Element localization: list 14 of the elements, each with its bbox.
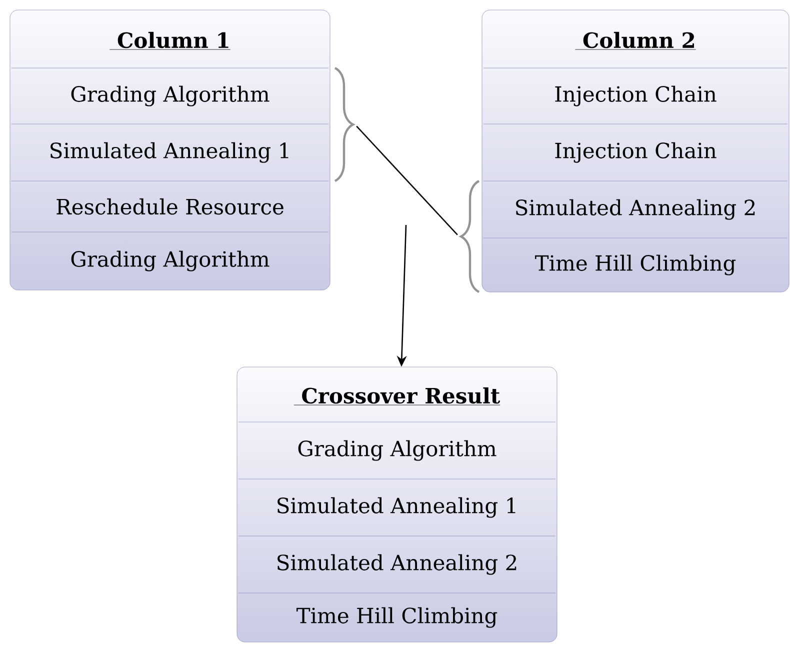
table-row: Time Hill Climbing — [296, 607, 498, 628]
table-row: Grading Algorithm — [298, 440, 496, 461]
table-row: Grading Algorithm — [71, 250, 270, 272]
table-row: Simulated Annealing 2 — [516, 199, 755, 220]
table-row: Time Hill Climbing — [535, 254, 736, 276]
table-row: Simulated Annealing 1 — [50, 142, 288, 163]
table-row: Simulated Annealing 2 — [278, 554, 516, 575]
curly-brace — [460, 180, 480, 293]
table-row: Injection Chain — [555, 142, 716, 163]
curly-brace — [334, 67, 354, 182]
table-row: Grading Algorithm — [71, 86, 270, 106]
table-row: Reschedule Resource — [56, 198, 284, 215]
table-row: Injection Chain — [555, 86, 716, 106]
table-row: Simulated Annealing 1 — [278, 497, 516, 518]
